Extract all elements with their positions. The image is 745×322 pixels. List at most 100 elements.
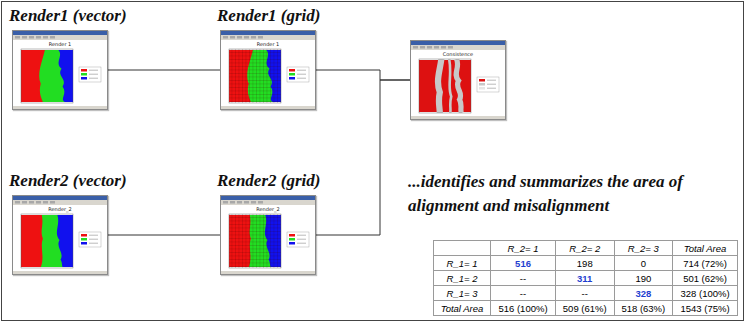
table-cell: -- — [555, 286, 614, 301]
toolbar-button — [15, 36, 20, 39]
map-legend-line — [89, 74, 98, 75]
table-row: R_1= 2--311190501 (62%) — [434, 271, 738, 286]
connector-line — [108, 70, 220, 71]
map-legend-line — [487, 88, 496, 89]
screenshot-window: Render1 (grid)Render 1 — [220, 30, 316, 110]
table-cell — [434, 241, 491, 256]
table-value: 190 — [635, 273, 651, 284]
summary-note: ...identifies and summarizes the area of… — [408, 170, 742, 218]
toolbar-button — [223, 201, 228, 204]
table-cell: 198 — [555, 256, 614, 271]
map-legend-line — [89, 70, 98, 71]
table-cell: R_2= 2 — [555, 241, 614, 256]
table-cell: 518 (63%) — [614, 301, 673, 316]
status-bar — [221, 106, 315, 109]
table-row: Total Area516 (100%)509 (61%)518 (63%)15… — [434, 301, 738, 316]
table-row: R_1= 15161980714 (72%) — [434, 256, 738, 271]
table-value: 518 (63%) — [621, 303, 665, 314]
toolbar-button — [258, 201, 263, 204]
map-border — [21, 214, 73, 268]
table-cell: 516 — [491, 256, 556, 271]
table-value: 0 — [641, 258, 646, 269]
table-value: -- — [520, 288, 526, 299]
table-cell: R_1= 2 — [434, 271, 491, 286]
map-border — [419, 59, 471, 113]
map-legend-line — [89, 243, 98, 244]
table-value: 516 — [515, 258, 531, 269]
map-legend-swatch — [289, 234, 295, 237]
menu-bar — [13, 35, 107, 40]
screenshot-window: Consistence — [410, 40, 506, 120]
status-bar — [13, 106, 107, 109]
window-title: Render_2 — [13, 206, 107, 212]
table-cell: -- — [491, 271, 556, 286]
map-legend-box — [477, 77, 499, 92]
menu-bar — [221, 200, 315, 205]
toolbar-button — [448, 46, 453, 49]
menu-bar — [13, 200, 107, 205]
map-border — [229, 49, 281, 103]
toolbar-button — [15, 201, 20, 204]
map-legend-swatch — [289, 242, 295, 245]
map-legend-line — [297, 70, 306, 71]
map-legend-line — [297, 235, 306, 236]
map-legend-swatch — [81, 234, 87, 237]
map-legend-line — [487, 80, 496, 81]
table-value: R_1= 3 — [447, 288, 478, 299]
toolbar-button — [43, 36, 48, 39]
map-legend-line — [487, 84, 496, 85]
table-value: R_2= 1 — [508, 243, 539, 254]
screenshot-window: Render2 (grid)Render_2 — [220, 195, 316, 275]
table-cell: 501 (62%) — [673, 271, 738, 286]
map-legend-box — [79, 232, 101, 247]
table-value: Total Area — [441, 303, 484, 314]
window-title: Render 1 — [221, 41, 315, 47]
toolbar-button — [230, 201, 235, 204]
connector-line — [316, 70, 410, 80]
table-cell: 328 — [614, 286, 673, 301]
map-raster — [419, 59, 471, 113]
status-bar — [221, 271, 315, 274]
table-cell: 516 (100%) — [491, 301, 556, 316]
title-bar — [221, 31, 315, 35]
toolbar-button — [29, 36, 34, 39]
table-value: R_1= 1 — [447, 258, 478, 269]
table-value: Total Area — [684, 243, 727, 254]
map-legend-swatch — [289, 238, 295, 241]
map-legend-line — [297, 243, 306, 244]
toolbar-button — [244, 201, 249, 204]
map-legend-line — [297, 239, 306, 240]
map-legend-swatch — [479, 87, 485, 90]
render-heading: Render2 (grid) — [217, 171, 320, 191]
map-legend-line — [89, 239, 98, 240]
window-title: Consistence — [411, 51, 505, 57]
map-legend-swatch — [479, 79, 485, 82]
connector-line — [316, 80, 410, 235]
table-value: 516 (100%) — [498, 303, 547, 314]
table-value: 328 — [635, 288, 651, 299]
table-value: 328 (100%) — [680, 288, 729, 299]
toolbar-button — [223, 36, 228, 39]
table-cell: R_2= 3 — [614, 241, 673, 256]
toolbar-button — [22, 201, 27, 204]
toolbar-button — [244, 36, 249, 39]
title-bar — [411, 41, 505, 45]
table-value: 509 (61%) — [563, 303, 607, 314]
map-legend-swatch — [81, 77, 87, 80]
grid-overlay — [229, 214, 281, 268]
toolbar-button — [29, 201, 34, 204]
table-cell: R_1= 3 — [434, 286, 491, 301]
map-legend-line — [89, 78, 98, 79]
toolbar-button — [251, 201, 256, 204]
map-legend-swatch — [81, 73, 87, 76]
title-bar — [13, 31, 107, 35]
table-cell: Total Area — [673, 241, 738, 256]
map-legend-swatch — [81, 242, 87, 245]
toolbar-button — [50, 36, 55, 39]
table-row: R_2= 1 R_2= 2R_2= 3 Total Area — [434, 241, 738, 256]
map-legend-box — [287, 67, 309, 82]
toolbar-button — [258, 36, 263, 39]
map-legend-swatch — [289, 73, 295, 76]
render-heading: Render1 (grid) — [217, 6, 320, 26]
area-table: R_2= 1R_2= 2R_2= 3Total AreaR_1= 1516198… — [433, 240, 738, 316]
